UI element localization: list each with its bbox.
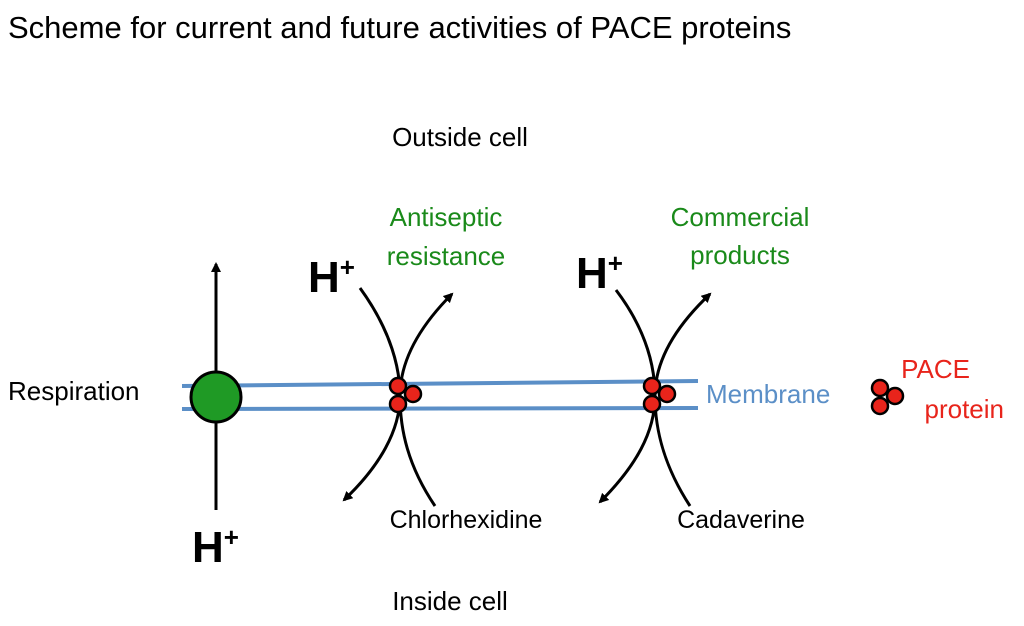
proton-import-arrow xyxy=(342,287,402,502)
proton-charge: + xyxy=(608,248,623,278)
substrate-label-cadaverine: Cadaverine xyxy=(677,506,805,534)
pace-subunit-a xyxy=(388,376,408,396)
pace-subunit-b xyxy=(403,384,423,404)
inside-cell-label: Inside cell xyxy=(392,586,508,616)
legend-subunit-b xyxy=(885,386,905,406)
legend-pace-protein: PACE protein xyxy=(870,354,1005,424)
membrane-label: Membrane xyxy=(706,379,830,409)
respiration-label: Respiration xyxy=(8,376,140,406)
legend-label-line1: PACE xyxy=(901,354,970,384)
pace-subunit-a xyxy=(642,376,662,396)
proton-charge: + xyxy=(340,252,355,282)
pace-subunit-b xyxy=(657,384,677,404)
proton-symbol: H xyxy=(308,253,340,302)
proton-import-arrow xyxy=(598,289,657,504)
legend-label-line2: protein xyxy=(925,394,1005,424)
respiration-complex xyxy=(189,370,243,424)
activity-label-line2: resistance xyxy=(387,241,506,271)
proton-symbol: H xyxy=(576,249,608,298)
pace-subunit-c xyxy=(388,394,408,414)
substrate-label-chlorhexidine: Chlorhexidine xyxy=(390,506,543,534)
activity-label-line1: Antiseptic xyxy=(390,202,503,232)
proton-outside-label-2: H+ xyxy=(576,248,623,298)
activity-label-line1: Commercial xyxy=(671,202,810,232)
proton-charge: + xyxy=(224,522,239,552)
legend-subunit-c xyxy=(870,396,890,416)
activity-label-line2: products xyxy=(690,240,790,270)
diagram-title: Scheme for current and future activities… xyxy=(8,10,791,45)
membrane-outer-leaflet xyxy=(181,379,699,388)
proton-inside-label: H+ xyxy=(192,522,239,572)
proton-symbol: H xyxy=(192,523,224,572)
membrane xyxy=(181,379,699,411)
pace-transporter-commercial xyxy=(598,289,712,507)
membrane-inner-leaflet xyxy=(181,406,699,411)
pace-transporter-antiseptic xyxy=(342,287,454,507)
pace-subunit-c xyxy=(642,394,662,414)
proton-outside-label-1: H+ xyxy=(308,252,355,302)
outside-cell-label: Outside cell xyxy=(392,122,528,152)
legend-subunit-a xyxy=(870,378,890,398)
